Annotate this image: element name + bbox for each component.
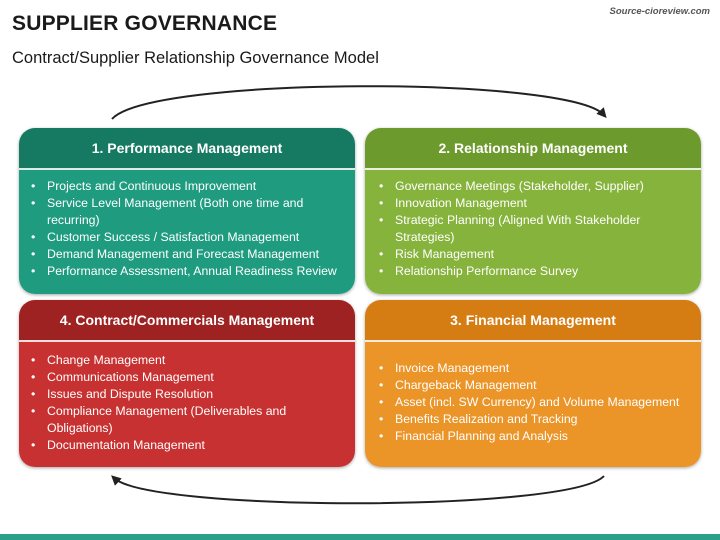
card-list: Governance Meetings (Stakeholder, Suppli…: [379, 178, 691, 280]
relationship-management-card: 2. Relationship Management Governance Me…: [365, 128, 701, 294]
list-item: Service Level Management (Both one time …: [31, 195, 345, 229]
financial-management-card: 3. Financial Management Invoice Manageme…: [365, 300, 701, 467]
list-item: Innovation Management: [379, 195, 691, 212]
list-item: Strategic Planning (Aligned With Stakeho…: [379, 212, 691, 246]
card-title: 3. Financial Management: [365, 300, 701, 342]
list-item: Governance Meetings (Stakeholder, Suppli…: [379, 178, 691, 195]
performance-management-card: 1. Performance Management Projects and C…: [19, 128, 355, 294]
list-item: Customer Success / Satisfaction Manageme…: [31, 229, 345, 246]
list-item: Relationship Performance Survey: [379, 263, 691, 280]
bottom-cycle-arrow: [111, 475, 605, 505]
list-item: Asset (incl. SW Currency) and Volume Man…: [379, 394, 691, 411]
list-item: Financial Planning and Analysis: [379, 428, 691, 445]
contract-commercials-management-card: 4. Contract/Commercials Management Chang…: [19, 300, 355, 467]
list-item: Demand Management and Forecast Managemen…: [31, 246, 345, 263]
card-list: Invoice Management Chargeback Management…: [379, 360, 691, 445]
list-item: Performance Assessment, Annual Readiness…: [31, 263, 345, 280]
list-item: Documentation Management: [31, 437, 345, 454]
source-credit: Source-cioreview.com: [609, 6, 711, 17]
list-item: Communications Management: [31, 369, 345, 386]
list-item: Risk Management: [379, 246, 691, 263]
top-cycle-arrow: [111, 85, 607, 120]
list-item: Issues and Dispute Resolution: [31, 386, 345, 403]
list-item: Benefits Realization and Tracking: [379, 411, 691, 428]
footer-bar: [0, 534, 720, 540]
list-item: Change Management: [31, 352, 345, 369]
page-title: SUPPLIER GOVERNANCE: [12, 12, 278, 35]
list-item: Compliance Management (Deliverables and …: [31, 403, 345, 437]
card-list: Projects and Continuous Improvement Serv…: [31, 178, 345, 280]
list-item: Invoice Management: [379, 360, 691, 377]
page-subtitle: Contract/Supplier Relationship Governanc…: [12, 49, 379, 67]
card-body: Change Management Communications Managem…: [19, 342, 355, 467]
list-item: Chargeback Management: [379, 377, 691, 394]
card-title: 4. Contract/Commercials Management: [19, 300, 355, 342]
list-item: Projects and Continuous Improvement: [31, 178, 345, 195]
card-body: Governance Meetings (Stakeholder, Suppli…: [365, 170, 701, 294]
card-body: Invoice Management Chargeback Management…: [365, 342, 701, 467]
card-list: Change Management Communications Managem…: [31, 352, 345, 454]
card-title: 2. Relationship Management: [365, 128, 701, 170]
card-title: 1. Performance Management: [19, 128, 355, 170]
card-body: Projects and Continuous Improvement Serv…: [19, 170, 355, 294]
